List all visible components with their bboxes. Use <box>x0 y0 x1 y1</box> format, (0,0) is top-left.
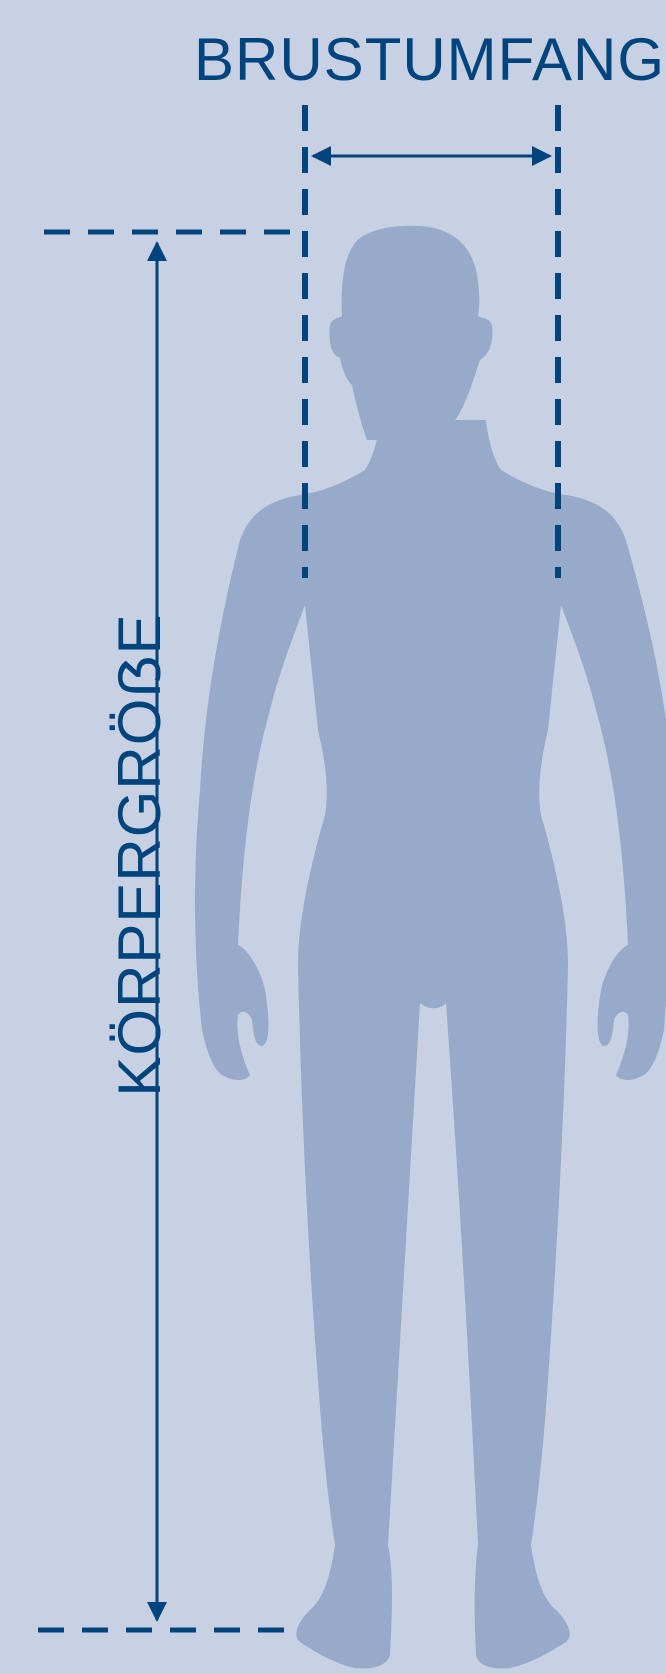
silhouette-torso <box>195 420 666 1668</box>
body-height-label: KÖRPERGRÖẞE <box>110 613 170 1096</box>
chest-circumference-label: BRUSTUMFANG <box>194 30 665 90</box>
silhouette-head <box>329 226 492 440</box>
body-silhouette <box>195 226 666 1669</box>
